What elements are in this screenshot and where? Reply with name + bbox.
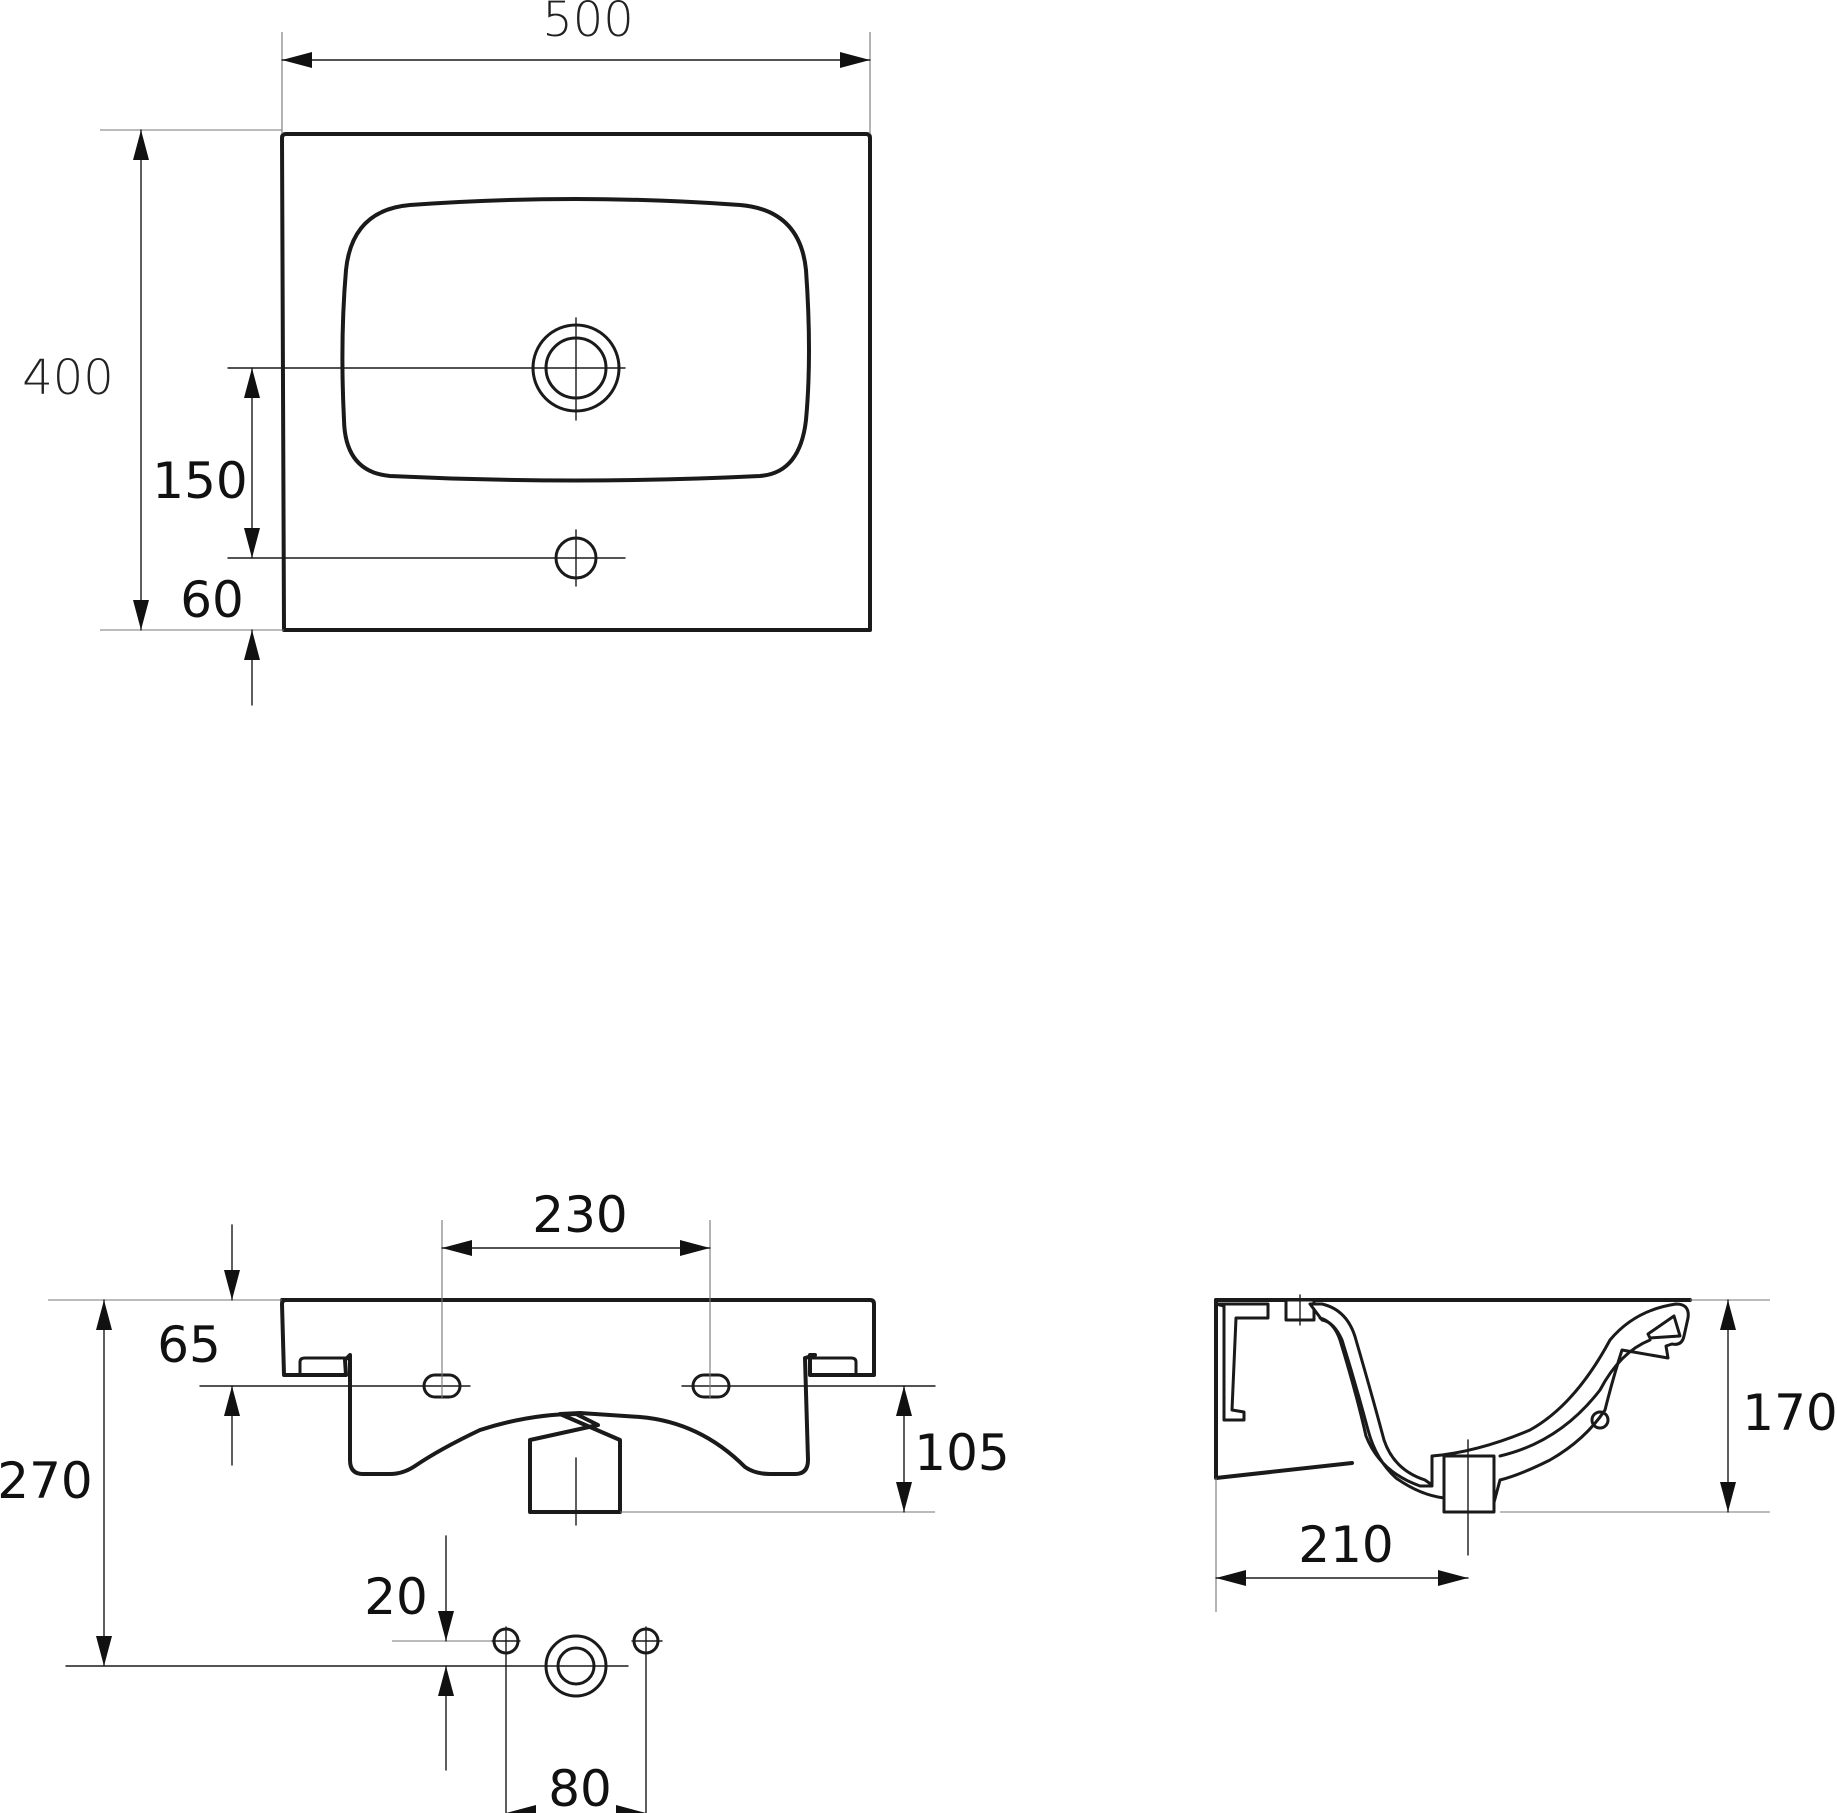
dim-mount-spacing-230: 230 — [532, 1186, 627, 1244]
top-view-outline — [280, 132, 872, 632]
side-view-bowl-section — [1308, 1302, 1690, 1512]
dim-width-500: 500 — [542, 0, 634, 48]
dim-bowl-depth-105: 105 — [914, 1424, 1009, 1482]
top-view: 500 400 150 60 — [22, 0, 872, 706]
dim-tap-hole-60: 60 — [180, 571, 244, 629]
dim-mount-height-65: 65 — [157, 1316, 221, 1374]
dim-supply-offset-20: 20 — [364, 1568, 428, 1626]
dim-supply-spacing-80: 80 — [548, 1760, 612, 1813]
side-view: 170 210 — [1214, 1294, 1837, 1612]
front-view: 230 65 105 270 20 — [0, 1186, 1010, 1813]
front-view-outline — [280, 1298, 876, 1514]
dim-drain-distance-210: 210 — [1298, 1516, 1393, 1574]
dim-side-height-170: 170 — [1742, 1384, 1837, 1442]
supply-connection-outer — [544, 1634, 608, 1698]
top-view-bowl — [340, 197, 811, 483]
dim-total-height-270: 270 — [0, 1452, 93, 1510]
dim-depth-400: 400 — [22, 350, 114, 406]
dim-drain-offset-150: 150 — [152, 452, 247, 510]
supply-connection-inner — [556, 1646, 596, 1686]
